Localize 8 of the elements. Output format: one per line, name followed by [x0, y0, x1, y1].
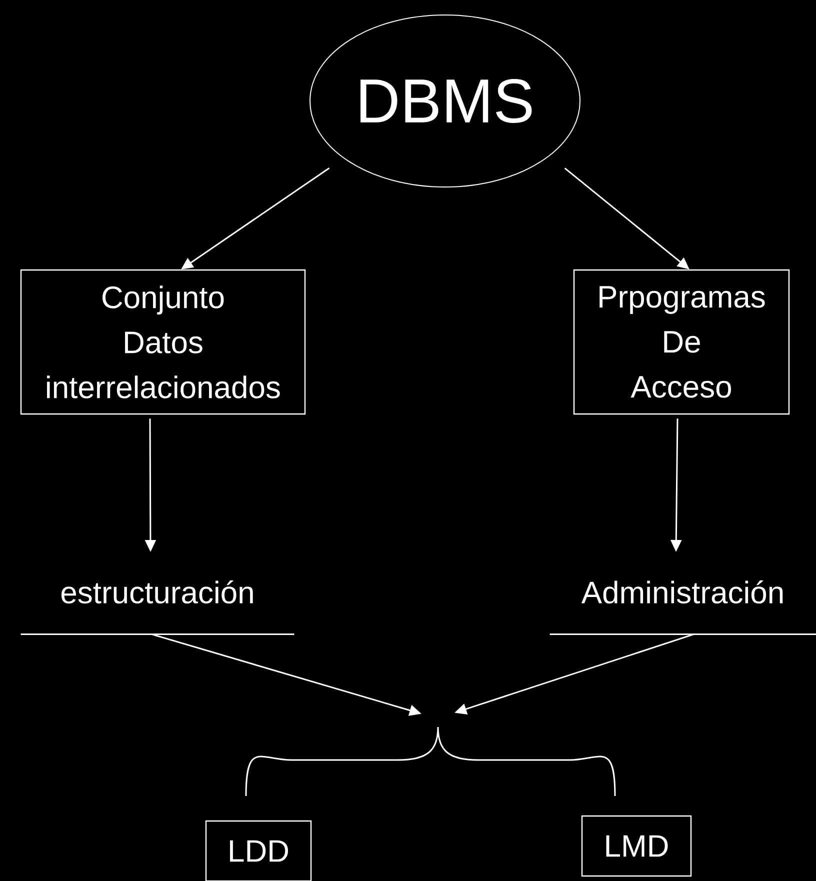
- underlined-text: estructuración: [20, 580, 294, 635]
- ellipse-node: DBMS: [310, 14, 580, 188]
- text-box: Conjunto Datos interrelacionados: [20, 269, 306, 415]
- brace: [245, 726, 616, 796]
- text-box: LDD: [205, 820, 312, 881]
- text-box: LMD: [581, 815, 692, 877]
- text-box: Prpogramas De Acceso: [573, 269, 790, 415]
- underlined-text: Administración: [550, 580, 816, 635]
